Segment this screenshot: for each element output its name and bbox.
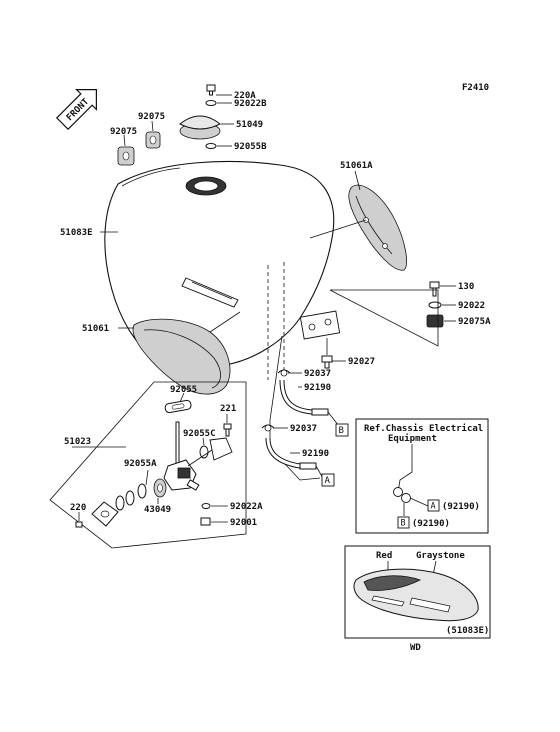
bracket-icon bbox=[91, 501, 119, 527]
ref-value-b: (92190) bbox=[412, 519, 450, 529]
o-ring-92055a-icon bbox=[115, 483, 147, 511]
wd-label-red: Red bbox=[376, 551, 392, 561]
fuel-tank-icon bbox=[104, 160, 341, 371]
bolt-130-icon bbox=[429, 281, 440, 297]
washer-92022a-icon bbox=[201, 503, 211, 509]
hose-92190-upper-icon bbox=[279, 379, 329, 416]
label-92037-lower: 92037 bbox=[290, 424, 317, 434]
o-ring-92055b-icon bbox=[205, 143, 217, 149]
label-221: 221 bbox=[220, 404, 236, 414]
clamp-92037-lower-icon bbox=[261, 424, 275, 432]
label-92075-top: 92075 bbox=[138, 112, 165, 122]
front-arrow-icon: FRONT bbox=[55, 89, 97, 131]
label-92075-left: 92075 bbox=[110, 127, 137, 137]
label-92022a: 92022A bbox=[230, 502, 263, 512]
label-92190-upper: 92190 bbox=[304, 383, 331, 393]
wd-caption: WD bbox=[410, 643, 421, 653]
label-92027: 92027 bbox=[348, 357, 375, 367]
ref-box-title-line2: Equipment bbox=[388, 433, 437, 444]
label-43049: 43049 bbox=[144, 505, 171, 515]
fuel-cock-valve-icon bbox=[163, 421, 233, 491]
ref-box-title-line1: Ref.Chassis Electrical bbox=[364, 423, 483, 434]
label-51049: 51049 bbox=[236, 120, 263, 130]
label-220: 220 bbox=[70, 503, 86, 513]
screw-221-icon bbox=[223, 423, 232, 437]
washer-92022-icon bbox=[428, 301, 442, 309]
label-220a: 220A bbox=[234, 91, 256, 101]
ref-callout-b: B bbox=[401, 519, 406, 529]
wd-color-variant-box: Red Graystone (51083E) bbox=[344, 545, 491, 639]
rubber-92075-left-icon bbox=[117, 146, 135, 166]
screw-220-icon bbox=[75, 521, 83, 528]
label-92022b: 92022B bbox=[234, 99, 267, 109]
label-92055: 92055 bbox=[170, 385, 197, 395]
o-ring-92055c-icon bbox=[199, 445, 209, 459]
label-51061a: 51061A bbox=[340, 161, 373, 171]
label-92001: 92001 bbox=[230, 518, 257, 528]
damper-92075a-icon bbox=[426, 314, 444, 328]
connector-b-upper: B bbox=[335, 423, 349, 437]
washer-92022b-icon bbox=[205, 100, 217, 106]
label-51061: 51061 bbox=[82, 324, 109, 334]
label-92055c: 92055C bbox=[183, 429, 216, 439]
ref-chassis-electrical-box: Ref.Chassis Electrical Equipment A (9219… bbox=[355, 418, 489, 534]
fuel-cock-assembly-outline bbox=[49, 381, 247, 549]
clamp-92037-upper-icon bbox=[277, 369, 291, 377]
bolt-220a-icon bbox=[206, 84, 216, 96]
label-92190-lower: 92190 bbox=[302, 449, 329, 459]
hose-92190-lower-icon bbox=[265, 437, 317, 470]
connector-a-letter: A bbox=[325, 476, 331, 486]
rubber-92075-top-icon bbox=[145, 131, 161, 149]
bolt-92001-icon bbox=[200, 517, 211, 526]
label-130: 130 bbox=[458, 282, 474, 292]
label-92075a: 92075A bbox=[458, 317, 491, 327]
label-92022: 92022 bbox=[458, 301, 485, 311]
label-92055a: 92055A bbox=[124, 459, 157, 469]
bolt-92027-icon bbox=[321, 355, 333, 369]
wd-label-graystone: Graystone bbox=[416, 551, 465, 561]
filter-43049-icon bbox=[153, 478, 167, 498]
figure-code: F2410 bbox=[462, 83, 489, 93]
side-cover-51061a-icon bbox=[348, 184, 407, 271]
label-92055b: 92055B bbox=[234, 142, 267, 152]
connector-a-lower: A bbox=[321, 473, 335, 487]
ref-callout-a: A bbox=[431, 502, 436, 512]
side-cover-51061-icon bbox=[132, 318, 231, 395]
connector-b-letter: B bbox=[339, 426, 344, 436]
wd-part-number: (51083E) bbox=[446, 626, 489, 636]
gasket-92055-icon bbox=[164, 399, 192, 414]
ref-value-a: (92190) bbox=[442, 502, 480, 512]
label-92037-upper: 92037 bbox=[304, 369, 331, 379]
label-51083e: 51083E bbox=[60, 228, 93, 238]
fuel-cap-51049-icon bbox=[179, 115, 221, 140]
label-51023: 51023 bbox=[64, 437, 91, 447]
